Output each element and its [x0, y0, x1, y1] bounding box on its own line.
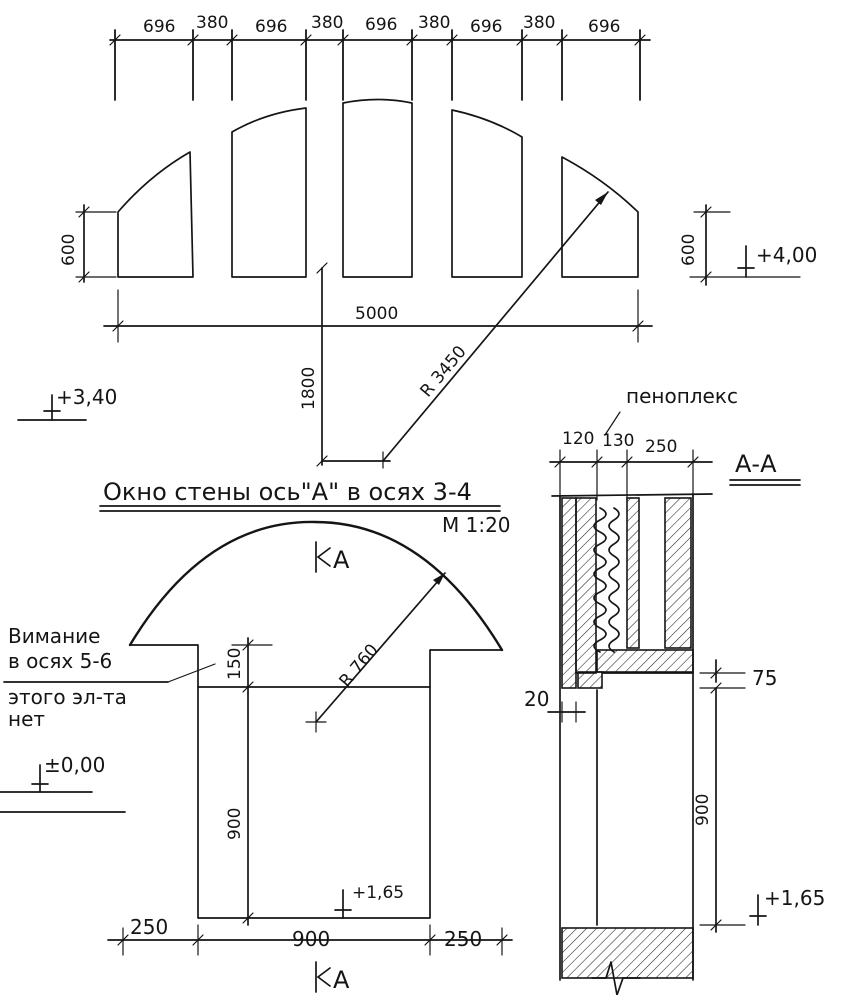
level-mark-upper	[737, 245, 755, 278]
dim-20: 20	[524, 687, 549, 711]
inner-wall-right	[664, 497, 692, 649]
dim-1800: 1800	[299, 367, 319, 410]
note-line-3: этого эл-та	[8, 685, 127, 709]
note-line-4: нет	[8, 707, 45, 731]
level-plus-165-section: +1,65	[764, 886, 825, 910]
radius-line-760	[315, 572, 446, 723]
outer-brick-layer	[561, 497, 577, 689]
dim-900-bottom: 900	[292, 927, 330, 951]
window-pane-1	[117, 151, 194, 278]
section-mark-top	[315, 541, 331, 573]
level-zero: ±0,00	[44, 753, 105, 777]
lintel-step	[577, 671, 603, 689]
section-mark-top-label: А	[333, 546, 350, 574]
window-pane-4	[451, 109, 523, 278]
dim-250: 250	[645, 437, 677, 457]
section-mark-bottom	[315, 961, 331, 993]
radius-line-3450	[382, 191, 609, 462]
dim-150: 150	[225, 648, 245, 680]
sill-block	[561, 927, 694, 979]
dim-380-4: 380	[523, 13, 555, 33]
dim-696-4: 696	[470, 17, 502, 37]
note-line-1: Вимание	[8, 624, 100, 648]
break-line	[591, 961, 641, 995]
insulation-wave	[593, 507, 607, 653]
dim-120: 120	[562, 429, 594, 449]
top-dimension-ticks	[109, 29, 646, 101]
radius-label-3450: R 3450	[417, 342, 471, 401]
dim-380-3: 380	[418, 13, 450, 33]
section-level-mark	[749, 894, 767, 926]
opening-outline	[129, 644, 503, 919]
inner-concrete-layer	[575, 497, 597, 674]
dim-380-2: 380	[311, 13, 343, 33]
level-mark-lower	[17, 394, 87, 421]
drawing-caption: Окно стены ось"А" в осях 3-4	[103, 478, 472, 506]
window-pane-2	[231, 107, 307, 278]
drawing-scale: М 1:20	[442, 513, 511, 537]
insulation-wave-2	[608, 507, 620, 653]
level-plus-340: +3,40	[56, 385, 117, 409]
window-pane-3	[342, 98, 413, 278]
dim-900-vertical: 900	[225, 808, 245, 840]
dim-130: 130	[602, 431, 634, 451]
dim-250-right: 250	[444, 927, 482, 951]
arch-outline	[128, 520, 504, 652]
window-pane-5	[561, 156, 639, 278]
section-title: А-А	[735, 450, 777, 478]
note: Вимание в осях 5-6 этого эл-та нет	[3, 624, 216, 731]
top-elevation: 696 380 696 380 696 380 696 380 696 600 …	[17, 13, 817, 537]
level-plus-165-front: +1,65	[352, 883, 404, 903]
inner-wall-thin	[626, 497, 640, 649]
dim-600-left: 600	[59, 234, 79, 266]
level-mark-zero	[0, 764, 93, 793]
dim-696-5: 696	[588, 17, 620, 37]
lintel	[596, 649, 694, 673]
dim-75: 75	[752, 666, 777, 690]
dim-696-1: 696	[143, 17, 175, 37]
section-dim-900: 900	[693, 794, 713, 826]
level-mark-sill	[334, 889, 352, 919]
level-plus-4: +4,00	[756, 243, 817, 267]
section-a-a: А-А пеноплекс 120 130 250	[524, 384, 825, 995]
dim-600-right: 600	[679, 234, 699, 266]
material-label: пеноплекс	[626, 384, 738, 408]
dim-5000: 5000	[355, 304, 398, 324]
dim-380-1: 380	[196, 13, 228, 33]
dim-250-left: 250	[130, 915, 168, 939]
note-line-2: в осях 5-6	[8, 649, 112, 673]
radius-label-760: R 760	[336, 640, 383, 691]
dim-696-2: 696	[255, 17, 287, 37]
front-view: А R 760 150 900 +1,65 250 9	[0, 520, 513, 994]
section-mark-bottom-label: А	[333, 966, 350, 994]
dim-696-3: 696	[365, 15, 397, 35]
